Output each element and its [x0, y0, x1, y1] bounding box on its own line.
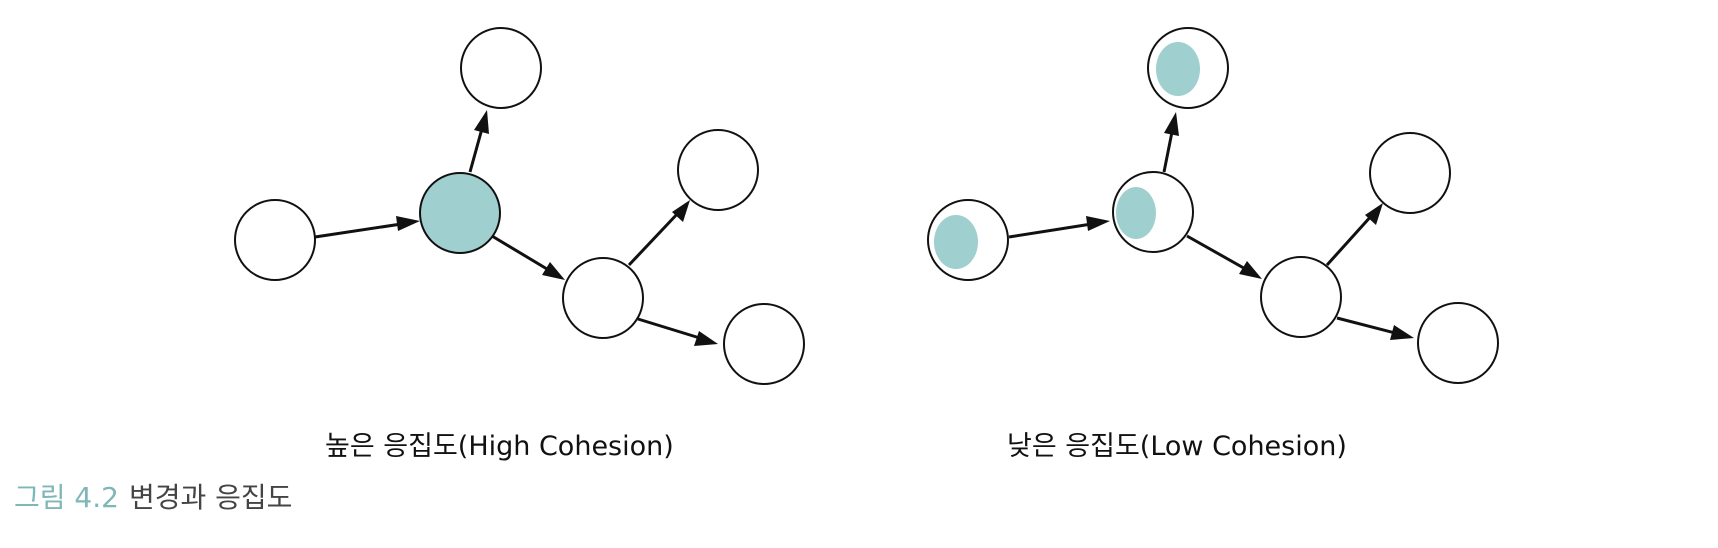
arrowhead [1164, 112, 1179, 136]
node-lower-right [723, 303, 805, 385]
arrowhead [396, 216, 420, 231]
low-cohesion-diagram [927, 27, 1499, 384]
node-center-partial-shade [1116, 187, 1156, 239]
figure-title: 변경과 응집도 [128, 481, 293, 514]
node-upper-right [1369, 132, 1451, 214]
arrowhead [1390, 325, 1414, 340]
edge-left-to-center [314, 221, 409, 239]
edge-left-to-center [1008, 221, 1099, 239]
arrowhead [672, 200, 690, 222]
edge-middle-to-upper-right [627, 209, 682, 267]
arrowhead [1239, 261, 1262, 279]
edge-middle-to-lower-right [1336, 316, 1400, 336]
low-nodes [927, 27, 1499, 384]
high-cohesion-label: 높은 응집도(High Cohesion) [325, 431, 674, 462]
node-lower-right [1417, 302, 1499, 384]
node-top-partial-shade [1156, 42, 1200, 96]
edge-middle-to-lower-right [637, 317, 704, 341]
edge-center-to-top [468, 124, 485, 173]
node-middle [1260, 256, 1342, 338]
node-left [234, 199, 316, 281]
arrowhead [1365, 203, 1383, 225]
high-nodes [234, 27, 805, 385]
node-left-partial-shade [934, 215, 978, 269]
node-upper-right [677, 129, 759, 211]
edge-center-to-middle [1186, 234, 1250, 273]
low-cohesion-label: 낮은 응집도(Low Cohesion) [1007, 431, 1347, 462]
low-edges [1008, 112, 1414, 340]
arrowhead [694, 331, 718, 346]
arrowhead [1086, 216, 1110, 231]
edge-center-to-middle [491, 234, 553, 274]
arrowhead [474, 110, 489, 134]
high-cohesion-diagram [234, 27, 805, 385]
high-edges [314, 110, 718, 346]
node-center-shaded [419, 172, 501, 254]
figure-caption: 그림 4.2 변경과 응집도 [14, 476, 292, 516]
edge-middle-to-upper-right [1325, 212, 1375, 267]
figure-number: 그림 4.2 [14, 481, 119, 514]
arrowhead [542, 262, 565, 280]
node-top [460, 27, 542, 109]
node-middle [562, 257, 644, 339]
